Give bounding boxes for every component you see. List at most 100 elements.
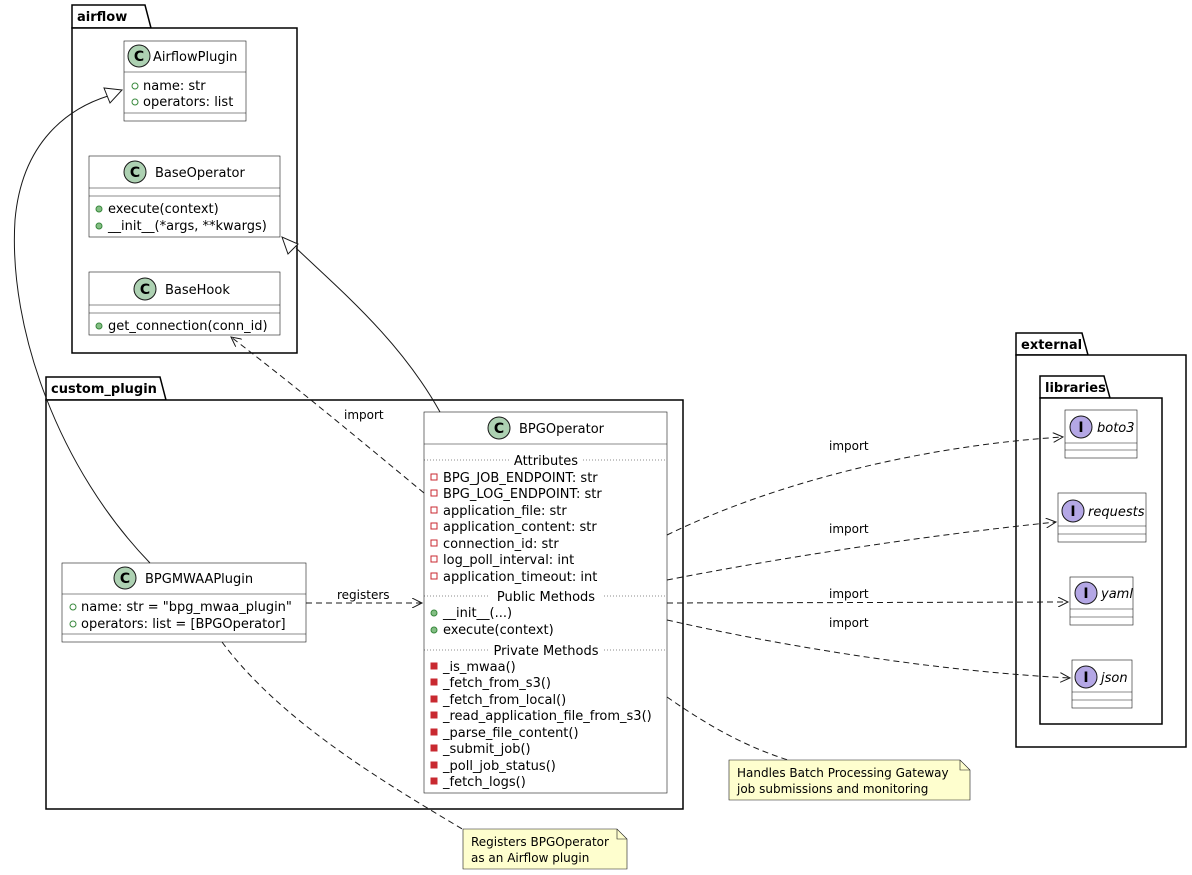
note-bpg-operator: Handles Batch Processing Gateway job sub… (666, 696, 971, 801)
private-field-icon (430, 539, 438, 547)
method: _parse_file_content() (442, 726, 579, 741)
method: _poll_job_status() (442, 759, 556, 774)
class-base-operator[interactable]: C BaseOperator execute(context) __init__… (88, 155, 281, 238)
interface-requests[interactable]: I requests (1057, 492, 1147, 543)
private-field-icon (430, 522, 438, 530)
attribute: application_content: str (443, 520, 597, 535)
note-line: job submissions and monitoring (736, 782, 928, 796)
method: __init__(...) (442, 606, 512, 621)
class-name: BPGMWAAPlugin (145, 572, 253, 587)
interface-name: yaml (1100, 587, 1133, 602)
public-field-icon (69, 620, 77, 628)
package-libraries-label: libraries (1045, 381, 1106, 396)
edge-operator-imports-json: import (666, 616, 1070, 678)
interface-stereotype-icon (1074, 665, 1098, 689)
attribute: log_poll_interval: int (443, 553, 574, 568)
private-field-icon (430, 473, 438, 481)
attribute: BPG_LOG_ENDPOINT: str (443, 487, 602, 502)
private-method-icon (430, 744, 438, 752)
interface-stereotype-letter: I (1083, 586, 1088, 602)
attribute: BPG_JOB_ENDPOINT: str (443, 471, 598, 486)
note-line: as an Airflow plugin (471, 851, 589, 865)
package-external-label: external (1021, 338, 1082, 353)
attribute: connection_id: str (443, 537, 559, 552)
attribute: application_file: str (443, 504, 567, 519)
public-method-icon (95, 205, 103, 213)
class-stereotype-letter: C (130, 165, 140, 181)
note-plugin: Registers BPGOperator as an Airflow plug… (221, 641, 628, 870)
edge-operator-imports-boto3: import (666, 437, 1063, 536)
edge-operator-imports-requests: import (666, 522, 1056, 581)
package-airflow-label: airflow (77, 10, 127, 25)
edge-plugin-registers-operator: registers (306, 588, 422, 603)
public-method-list: __init__(...) execute(context) (430, 606, 554, 638)
edge-label: import (829, 522, 869, 536)
public-method-icon (430, 626, 438, 634)
field: operators: list (143, 95, 233, 110)
section-title-private-methods: Private Methods (494, 644, 599, 659)
edge-operator-imports-yaml: import (666, 587, 1068, 603)
method: _is_mwaa() (442, 660, 516, 675)
edge-label: import (829, 616, 869, 630)
interface-yaml[interactable]: I yaml (1069, 576, 1133, 626)
method: execute(context) (443, 623, 554, 638)
class-airflow-plugin[interactable]: C AirflowPlugin name: str operators: lis… (123, 40, 247, 122)
interface-json[interactable]: I json (1071, 659, 1133, 709)
note-connector (666, 696, 789, 761)
edge-label: import (829, 587, 869, 601)
class-base-hook[interactable]: C BaseHook get_connection(conn_id) (88, 271, 281, 336)
method: _fetch_logs() (442, 775, 526, 790)
class-bpg-mwaa-plugin[interactable]: C BPGMWAAPlugin name: str = "bpg_mwaa_pl… (61, 562, 307, 643)
class-stereotype-icon (133, 277, 157, 301)
public-field-icon (131, 82, 139, 90)
interface-boto3[interactable]: I boto3 (1064, 409, 1138, 459)
private-method-icon (430, 761, 438, 769)
edge-bpg-mwaa-plugin-extends-airflow-plugin (13, 87, 151, 564)
section-title-attributes: Attributes (514, 454, 578, 469)
method: _fetch_from_local() (442, 693, 566, 708)
interface-stereotype-icon (1061, 499, 1085, 523)
class-name: BaseOperator (155, 166, 246, 181)
class-stereotype-icon (487, 416, 511, 440)
edge-bpg-operator-extends-base-operator (281, 236, 441, 413)
private-method-icon (430, 695, 438, 703)
private-field-icon (430, 555, 438, 563)
edge-label: import (829, 439, 869, 453)
class-stereotype-letter: C (494, 421, 504, 437)
class-stereotype-icon (123, 160, 147, 184)
interface-stereotype-letter: I (1070, 504, 1075, 520)
method: _read_application_file_from_s3() (442, 709, 652, 724)
private-method-icon (430, 662, 438, 670)
method: _fetch_from_s3() (442, 676, 551, 691)
attribute: application_timeout: int (443, 570, 597, 585)
private-method-icon (430, 777, 438, 785)
class-bpg-operator[interactable]: C BPGOperator Attributes BPG_JOB_ENDPOIN… (423, 411, 668, 794)
interface-name: json (1099, 671, 1128, 686)
class-name: BaseHook (165, 283, 230, 298)
private-field-icon (430, 489, 438, 497)
method: _submit_job() (442, 742, 531, 757)
public-method-icon (95, 322, 103, 330)
public-method-icon (430, 609, 438, 617)
class-stereotype-letter: C (140, 282, 150, 298)
method: execute(context) (108, 202, 219, 217)
public-field-icon (69, 603, 77, 611)
public-method-icon (95, 222, 103, 230)
private-method-list: _is_mwaa() _fetch_from_s3() _fetch_from_… (430, 660, 652, 790)
field: name: str = "bpg_mwaa_plugin" (81, 600, 292, 615)
package-custom-plugin-label: custom_plugin (51, 382, 157, 397)
class-stereotype-letter: C (134, 49, 144, 65)
method: get_connection(conn_id) (108, 319, 268, 334)
interface-stereotype-letter: I (1078, 420, 1083, 436)
interface-name: requests (1088, 505, 1145, 520)
edge-bpg-operator-imports-base-hook: import (231, 337, 425, 494)
attribute-list: BPG_JOB_ENDPOINT: str BPG_LOG_ENDPOINT: … (430, 471, 602, 585)
method: __init__(*args, **kwargs) (107, 219, 267, 234)
note-line: Handles Batch Processing Gateway (737, 766, 949, 780)
interface-stereotype-icon (1074, 581, 1098, 605)
interface-stereotype-letter: I (1083, 670, 1088, 686)
inheritance-arrowhead (281, 236, 299, 255)
note-line: Registers BPGOperator (471, 835, 609, 849)
private-field-icon (430, 572, 438, 580)
